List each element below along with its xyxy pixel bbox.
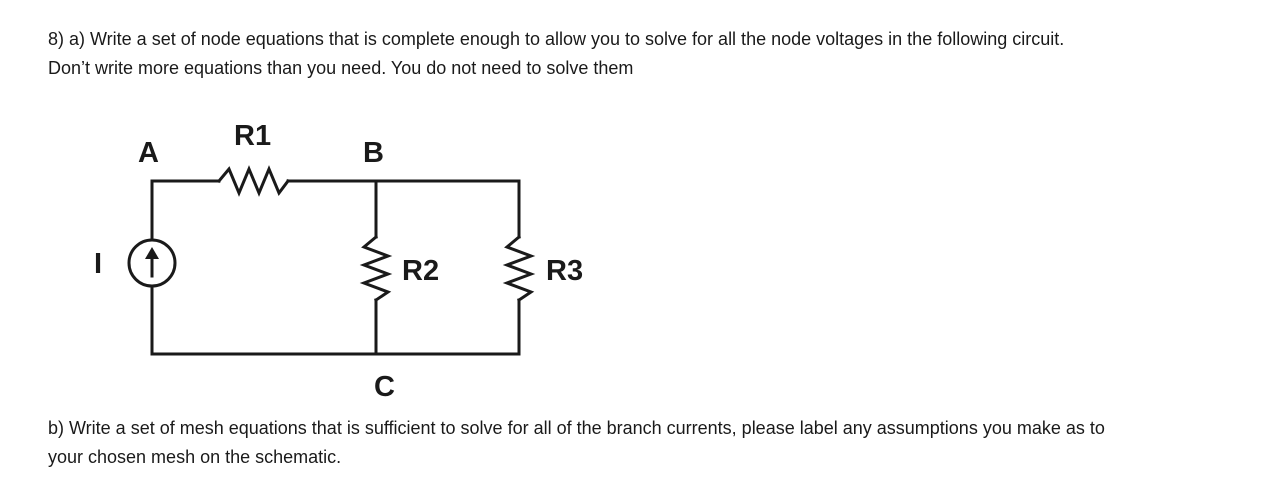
question-a-line-2: Don’t write more equations than you need…	[48, 58, 634, 78]
label-node-b: B	[363, 137, 384, 169]
resistor-r1	[216, 165, 291, 197]
resistor-r3	[502, 234, 536, 303]
label-node-c: C	[374, 371, 395, 403]
resistor-r2	[359, 234, 393, 303]
label-node-a: A	[138, 137, 159, 169]
question-a-line-1: 8) a) Write a set of node equations that…	[48, 29, 1065, 49]
label-source-i: I	[94, 248, 102, 280]
current-source-circle	[127, 238, 177, 288]
wire-top	[286, 179, 521, 239]
label-r2: R2	[402, 255, 439, 287]
question-b-line-2: your chosen mesh on the schematic.	[48, 447, 342, 467]
current-source-arrow-head	[145, 247, 159, 259]
wire-left-top	[150, 179, 221, 242]
question-b: b) Write a set of mesh equations that is…	[48, 414, 1105, 472]
label-r3: R3	[546, 255, 583, 287]
label-r1: R1	[234, 120, 271, 152]
question-a: 8) a) Write a set of node equations that…	[48, 25, 1064, 83]
wire-bottom	[150, 284, 521, 356]
question-b-line-1: b) Write a set of mesh equations that is…	[48, 418, 1105, 438]
